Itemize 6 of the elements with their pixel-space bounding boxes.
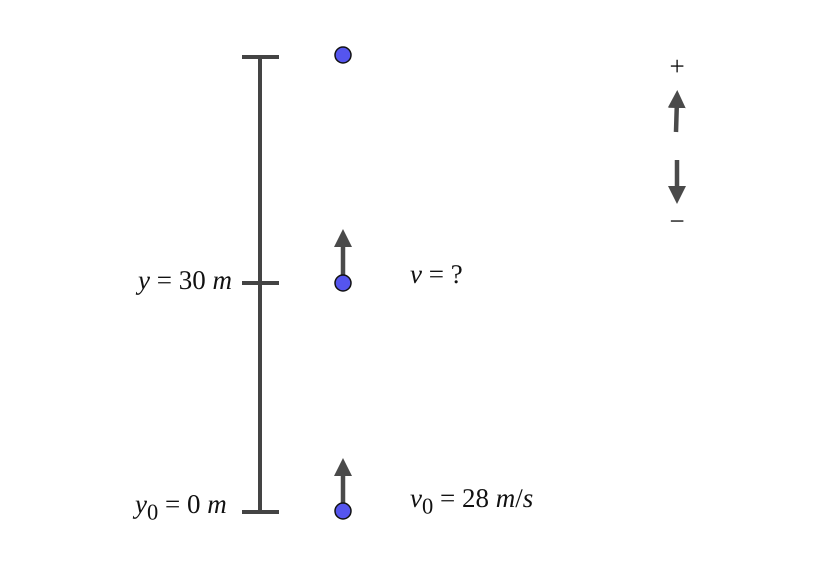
sign-label: − [670,208,685,234]
sign-label: + [670,52,685,80]
position-label: y$_{0}$ = 0 m [135,490,227,524]
velocity-label: v$_{0}$ = 28 m/s [410,484,534,518]
position-label: y = 30 m [138,266,232,294]
velocity-label: v = ? [410,260,463,288]
